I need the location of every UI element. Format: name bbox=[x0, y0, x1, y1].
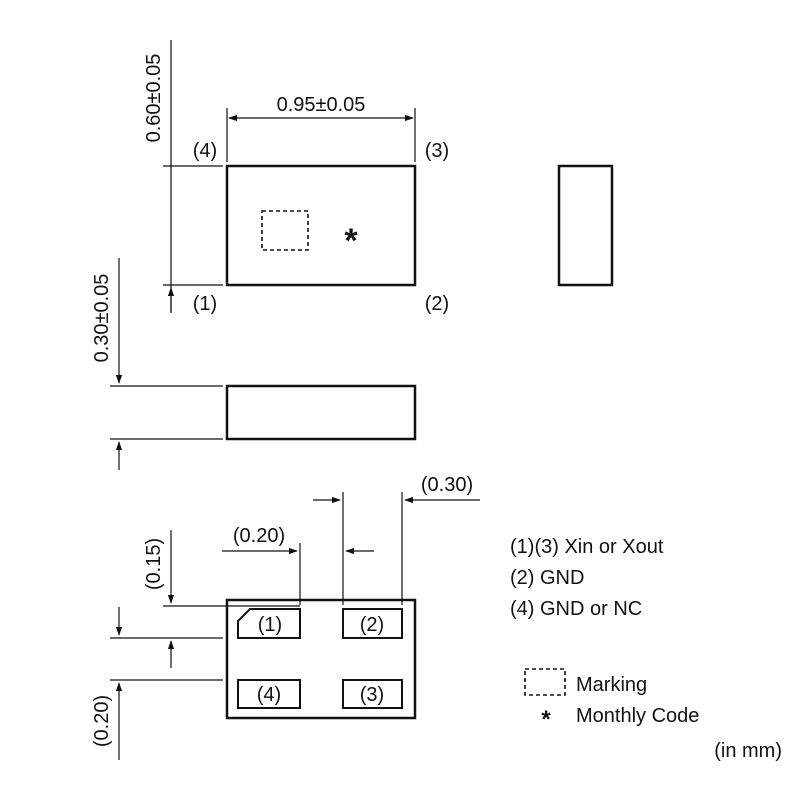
bottom-view bbox=[110, 492, 480, 760]
bottom-pad-label-2: (2) bbox=[360, 614, 384, 636]
bottom-pad-label-4: (4) bbox=[257, 684, 281, 706]
top-pin-label-4: (4) bbox=[193, 140, 217, 162]
monthly-code-mark: * bbox=[344, 222, 358, 260]
height-dim-label: 0.60±0.05 bbox=[143, 54, 165, 143]
pad-1 bbox=[237, 608, 301, 639]
pad-pitch-label: (0.20) bbox=[91, 695, 113, 747]
symbol-legend: Marking * Monthly Code bbox=[524, 668, 699, 733]
pad-2 bbox=[342, 608, 403, 639]
monthly-code-legend-label: Monthly Code bbox=[576, 705, 699, 727]
bottom-pad-label-1: (1) bbox=[258, 614, 282, 636]
bottom-view-body bbox=[225, 598, 417, 720]
top-pin-label-1: (1) bbox=[193, 293, 217, 315]
side-view-body bbox=[225, 384, 417, 441]
pad-width-label: (0.30) bbox=[421, 474, 473, 496]
pin-legend-line: (4) GND or NC bbox=[510, 598, 642, 620]
edge-offset-label: (0.15) bbox=[143, 538, 165, 590]
top-pin-label-2: (2) bbox=[425, 293, 449, 315]
top-pin-label-3: (3) bbox=[425, 140, 449, 162]
top-view bbox=[163, 40, 417, 313]
pin-legend-line: (1)(3) Xin or Xout bbox=[510, 536, 664, 558]
monthly-code-legend-symbol: * bbox=[541, 706, 551, 733]
unit-note: (in mm) bbox=[714, 740, 782, 762]
bottom-pad-label-3: (3) bbox=[360, 684, 384, 706]
top-view-body bbox=[225, 164, 417, 287]
pad-gap-label: (0.20) bbox=[233, 525, 285, 547]
pin-legend-line: (2) GND bbox=[510, 567, 584, 589]
pad-4 bbox=[237, 679, 301, 709]
pad-3 bbox=[342, 679, 403, 709]
marking-area bbox=[261, 210, 309, 251]
thickness-dim-label: 0.30±0.05 bbox=[91, 274, 113, 363]
right-side-view bbox=[557, 164, 614, 287]
pin-legend: (1)(3) Xin or Xout (2) GND (4) GND or NC bbox=[510, 536, 664, 620]
width-dim-label: 0.95±0.05 bbox=[277, 94, 366, 116]
side-view bbox=[110, 258, 417, 470]
marking-legend-label: Marking bbox=[576, 674, 647, 696]
marking-legend-icon bbox=[524, 668, 566, 696]
